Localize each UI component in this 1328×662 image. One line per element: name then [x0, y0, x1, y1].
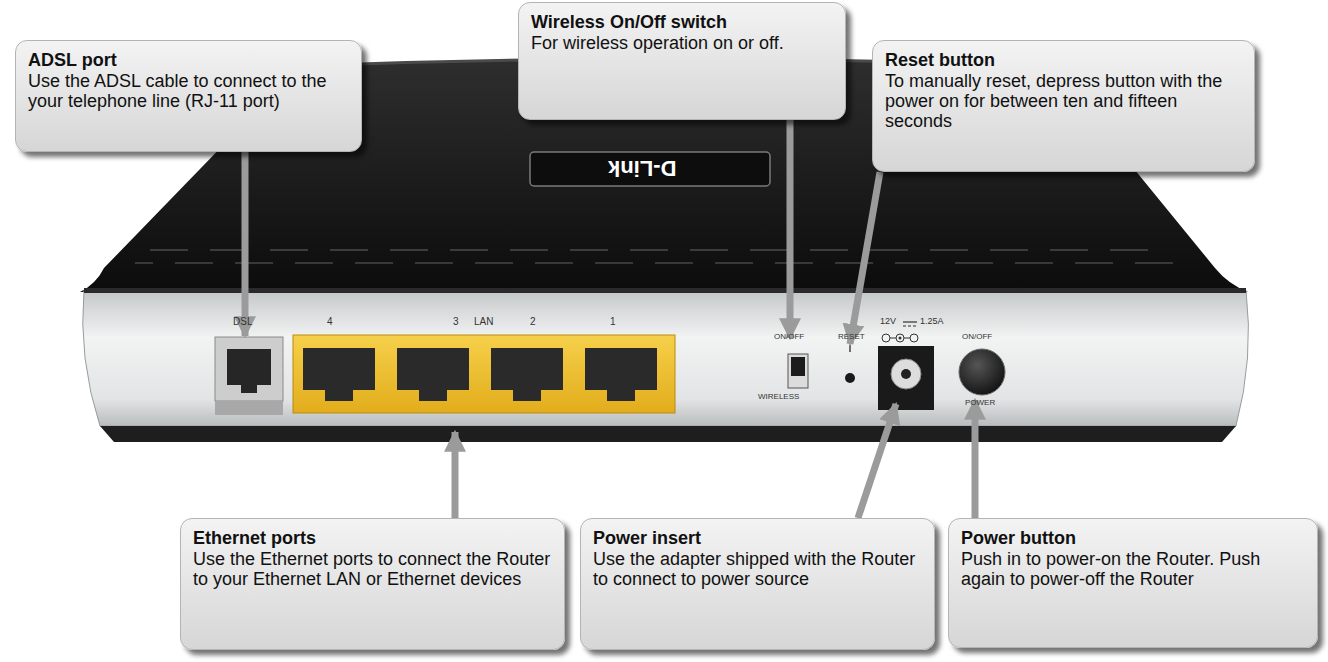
panel-marking: DSL — [233, 316, 252, 327]
dsl-jack-base — [215, 401, 283, 415]
leader-arrow — [787, 118, 794, 338]
reset-hole — [845, 373, 855, 383]
panel-marking: 4 — [327, 316, 333, 327]
dsl-jack — [215, 337, 283, 401]
vent-line — [135, 262, 1190, 264]
panel-marking: 3 — [453, 316, 459, 327]
switch-lever — [791, 357, 805, 376]
callout-body: Use the adapter shipped with the Router … — [593, 549, 922, 589]
panel-marking: POWER — [965, 398, 995, 407]
callout-box: Power insertUse the adapter shipped with… — [580, 518, 935, 650]
callout-body: Use the ADSL cable to connect to the you… — [28, 71, 349, 111]
leader-arrow — [858, 404, 896, 518]
brand-logo: D-Link — [608, 155, 676, 181]
polarity-symbol — [904, 338, 910, 339]
leader-arrow — [972, 400, 979, 518]
callout-body: For wireless operation on or off. — [531, 33, 833, 53]
ethernet-jack-notch — [513, 390, 541, 401]
dc-jack-pin — [901, 369, 911, 379]
panel-marking: 1 — [610, 316, 616, 327]
panel-marking: LAN — [474, 316, 493, 327]
router-base — [100, 426, 1236, 442]
callout-box: Reset buttonTo manually reset, depress b… — [872, 40, 1255, 172]
ethernet-jack — [397, 348, 469, 390]
polarity-symbol — [899, 337, 902, 340]
ethernet-jack — [491, 348, 563, 390]
panel-marking: WIRELESS — [758, 392, 799, 401]
reset-mark — [849, 345, 851, 352]
callout-box: ADSL portUse the ADSL cable to connect t… — [15, 40, 362, 152]
vent-line — [150, 249, 1170, 251]
callout-heading: Power button — [961, 528, 1305, 549]
polarity-symbol — [896, 334, 904, 342]
logo-badge — [530, 152, 770, 186]
leader-arrow — [850, 172, 880, 344]
leader-arrow — [452, 432, 459, 518]
ethernet-jack-notch — [325, 390, 353, 401]
ethernet-jack — [303, 348, 375, 390]
panel-marking: ON/OFF — [962, 332, 992, 341]
polarity-symbol — [882, 334, 890, 342]
panel-marking: 12V — [880, 316, 896, 326]
callout-heading: Reset button — [885, 50, 1242, 71]
dsl-jack-opening — [227, 349, 271, 385]
callout-body: Use the Ethernet ports to connect the Ro… — [193, 549, 552, 589]
callout-body: Push in to power-on the Router. Push aga… — [961, 549, 1305, 589]
dsl-jack-notch — [241, 385, 257, 393]
callout-heading: Ethernet ports — [193, 528, 552, 549]
dc-symbol — [903, 321, 917, 322]
ethernet-jack-notch — [419, 390, 447, 401]
leader-arrow — [242, 150, 249, 336]
ethernet-jack — [585, 348, 657, 390]
ethernet-jack-notch — [607, 390, 635, 401]
callout-box: Ethernet portsUse the Ethernet ports to … — [180, 518, 565, 650]
dc-symbol — [903, 325, 917, 326]
callout-box: Power buttonPush in to power-on the Rout… — [948, 518, 1318, 648]
panel-marking: RESET — [838, 332, 865, 341]
panel-lip — [84, 288, 1246, 293]
wireless-switch — [788, 354, 808, 388]
dc-jack — [878, 346, 934, 410]
callout-box: Wireless On/Off switchFor wireless opera… — [518, 2, 846, 120]
panel-marking: 2 — [530, 316, 536, 327]
callout-heading: Power insert — [593, 528, 922, 549]
rear-panel — [83, 290, 1249, 426]
polarity-symbol — [890, 338, 896, 339]
power-button — [959, 349, 1005, 395]
callout-heading: Wireless On/Off switch — [531, 12, 833, 33]
dc-jack-ring — [891, 359, 921, 389]
panel-marking: 1.25A — [920, 316, 944, 326]
callout-heading: ADSL port — [28, 50, 349, 71]
polarity-symbol — [910, 334, 918, 342]
callout-body: To manually reset, depress button with t… — [885, 71, 1242, 131]
panel-marking: ON/OFF — [774, 332, 804, 341]
ethernet-block — [293, 335, 675, 413]
